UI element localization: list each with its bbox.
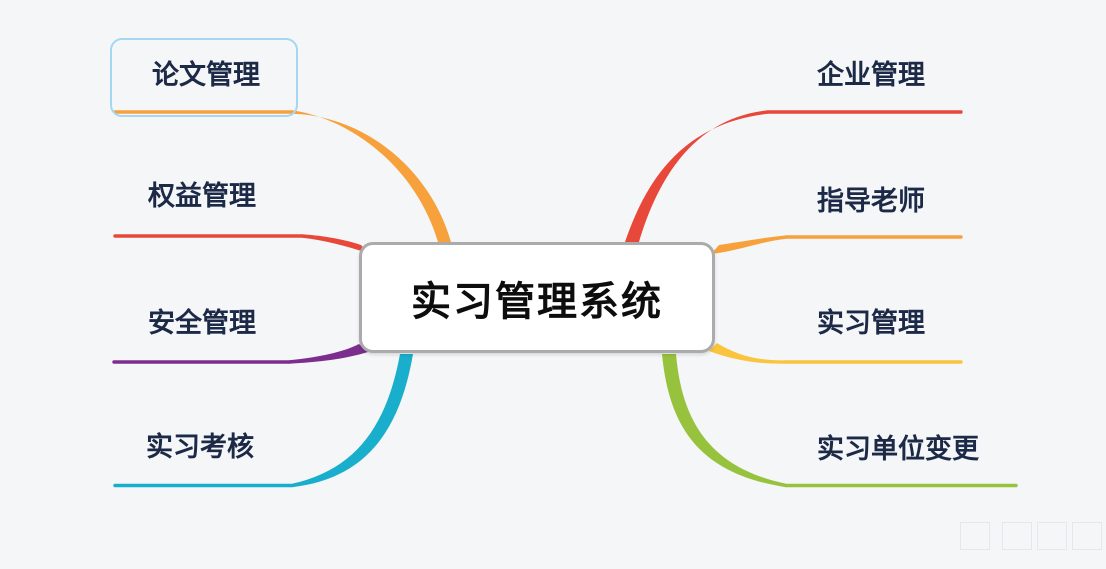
branch-right-teacher [711,235,963,254]
branch-left-safety-curve [289,344,368,364]
branch-right-enterprise-curve [625,110,768,242]
watermark-square [960,522,990,550]
central-topic-node[interactable]: 实习管理系统 [359,242,715,353]
watermark-square [1037,522,1067,550]
watermark-square [1002,522,1032,550]
node-label-safety-management[interactable]: 安全管理 [148,308,256,338]
branch-left-rights-curve [302,234,368,253]
selection-highlight-box [110,38,298,117]
branch-left-assessment-curve [292,354,413,488]
branch-left-safety [112,344,368,364]
node-label-internship-unit-change[interactable]: 实习单位变更 [817,434,979,464]
node-label-internship-management[interactable]: 实习管理 [817,308,925,338]
branch-right-unit-change-curve [662,354,786,488]
branch-left-thesis [113,110,451,242]
node-label-rights-management[interactable]: 权益管理 [148,181,256,211]
node-label-internship-assessment[interactable]: 实习考核 [146,432,254,462]
branch-right-unit-change [662,354,1018,488]
watermark-square [1072,522,1102,550]
central-topic-label: 实习管理系统 [411,279,663,324]
branch-left-assessment [113,354,413,488]
branch-right-enterprise [625,110,963,242]
branch-left-rights [113,234,368,253]
branch-right-internship [709,343,963,364]
node-label-thesis-management[interactable]: 论文管理 [152,60,260,90]
branch-right-teacher-curve [711,235,787,254]
branch-right-internship-curve [709,343,787,364]
node-label-supervising-teacher[interactable]: 指导老师 [817,186,925,216]
branch-left-thesis-curve [292,110,451,242]
node-label-enterprise-management[interactable]: 企业管理 [817,60,925,90]
